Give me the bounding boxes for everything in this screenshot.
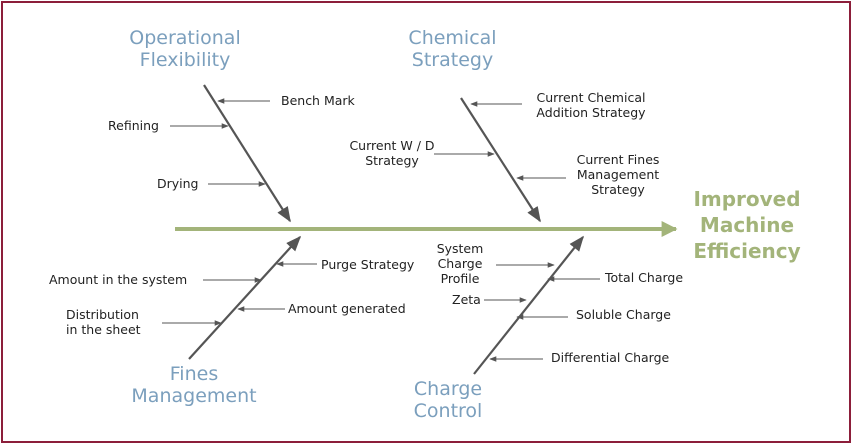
category-line: Operational — [129, 27, 241, 49]
cause-line: Addition Strategy — [536, 105, 646, 120]
cause-line: Strategy — [365, 153, 419, 168]
bone-charge-control — [473, 235, 584, 375]
cause-amount-in-system: Amount in the system — [49, 272, 188, 287]
effect-line: Efficiency — [693, 239, 801, 263]
cause-purge-strategy: Purge Strategy — [321, 257, 415, 272]
bone-fines-management — [188, 235, 302, 360]
cause-zeta: Zeta — [452, 292, 481, 307]
category-operational-flexibility: Operational Flexibility — [115, 27, 255, 71]
cause-current-chemical-addition-strategy: Current Chemical Addition Strategy — [526, 90, 656, 120]
cause-line: Strategy — [591, 182, 645, 197]
category-line: Charge — [413, 378, 483, 400]
cause-differential-charge: Differential Charge — [551, 350, 670, 365]
cause-line: Charge — [437, 256, 483, 271]
category-line: Flexibility — [139, 49, 231, 71]
category-line: Strategy — [411, 49, 494, 71]
cause-amount-generated: Amount generated — [288, 301, 406, 316]
category-line: Control — [413, 400, 483, 422]
cause-drying: Drying — [157, 176, 199, 191]
cause-refining: Refining — [108, 118, 159, 133]
effect-line: Machine — [699, 213, 795, 237]
cause-soluble-charge: Soluble Charge — [576, 307, 671, 322]
category-chemical-strategy: Chemical Strategy — [390, 27, 515, 71]
cause-bench-mark: Bench Mark — [281, 93, 355, 108]
bone-operational-flexibility — [203, 84, 291, 223]
category-fines-management: Fines Management — [124, 363, 264, 407]
effect-line: Improved — [693, 187, 801, 211]
cause-line: Current Chemical — [536, 90, 646, 105]
cause-line: System — [436, 241, 484, 256]
effect-label: Improved Machine Efficiency — [682, 186, 812, 264]
category-line: Fines — [169, 363, 219, 385]
cause-line: in the sheet — [66, 322, 141, 337]
category-line: Chemical — [408, 27, 497, 49]
bone-chemical-strategy — [460, 97, 541, 223]
cause-total-charge: Total Charge — [605, 270, 684, 285]
cause-line: Distribution — [66, 307, 139, 322]
category-line: Management — [131, 385, 257, 407]
cause-system-charge-profile: System Charge Profile — [430, 241, 490, 286]
category-charge-control: Charge Control — [398, 378, 498, 422]
cause-current-fines-management-strategy: Current Fines Management Strategy — [568, 152, 668, 197]
cause-distribution-in-the-sheet: Distribution in the sheet — [66, 307, 141, 337]
cause-current-wd-strategy: Current W / D Strategy — [342, 138, 442, 168]
cause-line: Profile — [440, 271, 480, 286]
cause-line: Current Fines — [576, 152, 660, 167]
cause-line: Management — [576, 167, 660, 182]
cause-line: Current W / D — [349, 138, 435, 153]
